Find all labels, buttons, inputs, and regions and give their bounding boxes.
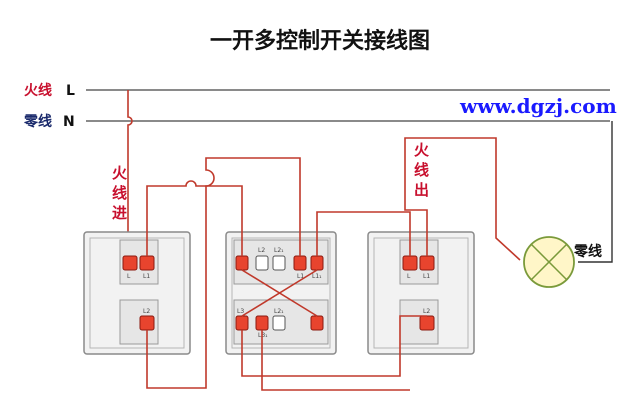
middle-term-l1-label: L1 <box>297 273 304 280</box>
diagram-title: 一开多控制开关接线图 <box>210 28 430 54</box>
middle-term-l1b-label: L1₁ <box>312 273 322 280</box>
left-terminal-l1 <box>139 255 155 271</box>
right-term-l-label: L <box>407 273 411 280</box>
lamp-icon <box>523 236 575 288</box>
live-in-label-3: 进 <box>112 204 127 222</box>
right-terminal-l1 <box>419 255 435 271</box>
middle-terminal-l1b-top <box>310 255 324 271</box>
live-rail-label: 火线 <box>24 82 52 99</box>
right-term-l1-label: L1 <box>423 273 430 280</box>
live-in-label-1: 火 <box>112 164 128 182</box>
neutral-rail-letter: N <box>63 114 75 130</box>
left-terminal-l2 <box>139 315 155 331</box>
middle-terminal-l3b-bottom <box>255 315 269 331</box>
left-switch: L L1 L2 <box>83 231 191 355</box>
left-terminal-l <box>122 255 138 271</box>
live-out-label-3: 出 <box>414 181 429 199</box>
middle-terminal-l3-bottom <box>235 315 249 331</box>
middle-terminal-l2b-open <box>272 255 286 271</box>
neutral-rail-label: 零线 <box>23 113 52 130</box>
middle-term-l2a-label: L2 <box>258 247 265 254</box>
middle-term-l3b-label: L3₁ <box>258 332 268 339</box>
left-term-l2-label: L2 <box>143 308 150 315</box>
right-switch: L L1 L2 <box>367 231 475 355</box>
watermark-text: www.dgzj.com <box>459 94 617 118</box>
left-term-l-label: L <box>127 273 131 280</box>
right-terminal-l <box>402 255 418 271</box>
left-term-l1-label: L1 <box>143 273 150 280</box>
live-out-label-1: 火 <box>414 141 430 159</box>
right-term-l2-label: L2 <box>423 308 430 315</box>
neutral-to-lamp-wire <box>578 121 613 263</box>
middle-terminal-l3c-bottom <box>310 315 324 331</box>
live-in-wire <box>127 90 133 235</box>
right-terminal-l2 <box>419 315 435 331</box>
middle-terminal-l2c-open <box>272 315 286 331</box>
middle-terminal-l2-open <box>255 255 269 271</box>
middle-terminal-l1-top <box>293 255 307 271</box>
live-in-label-2: 线 <box>112 184 127 202</box>
lamp-neutral-label: 零线 <box>573 243 602 260</box>
middle-terminal-l2-top <box>235 255 249 271</box>
live-rail-letter: L <box>66 83 75 99</box>
live-out-label-2: 线 <box>414 161 429 179</box>
middle-term-l2c-label: L2₁ <box>274 308 284 315</box>
middle-term-l3-label: L3 <box>237 308 244 315</box>
traveler-wires <box>146 137 521 391</box>
middle-term-l2b-label: L2₁ <box>274 247 284 254</box>
